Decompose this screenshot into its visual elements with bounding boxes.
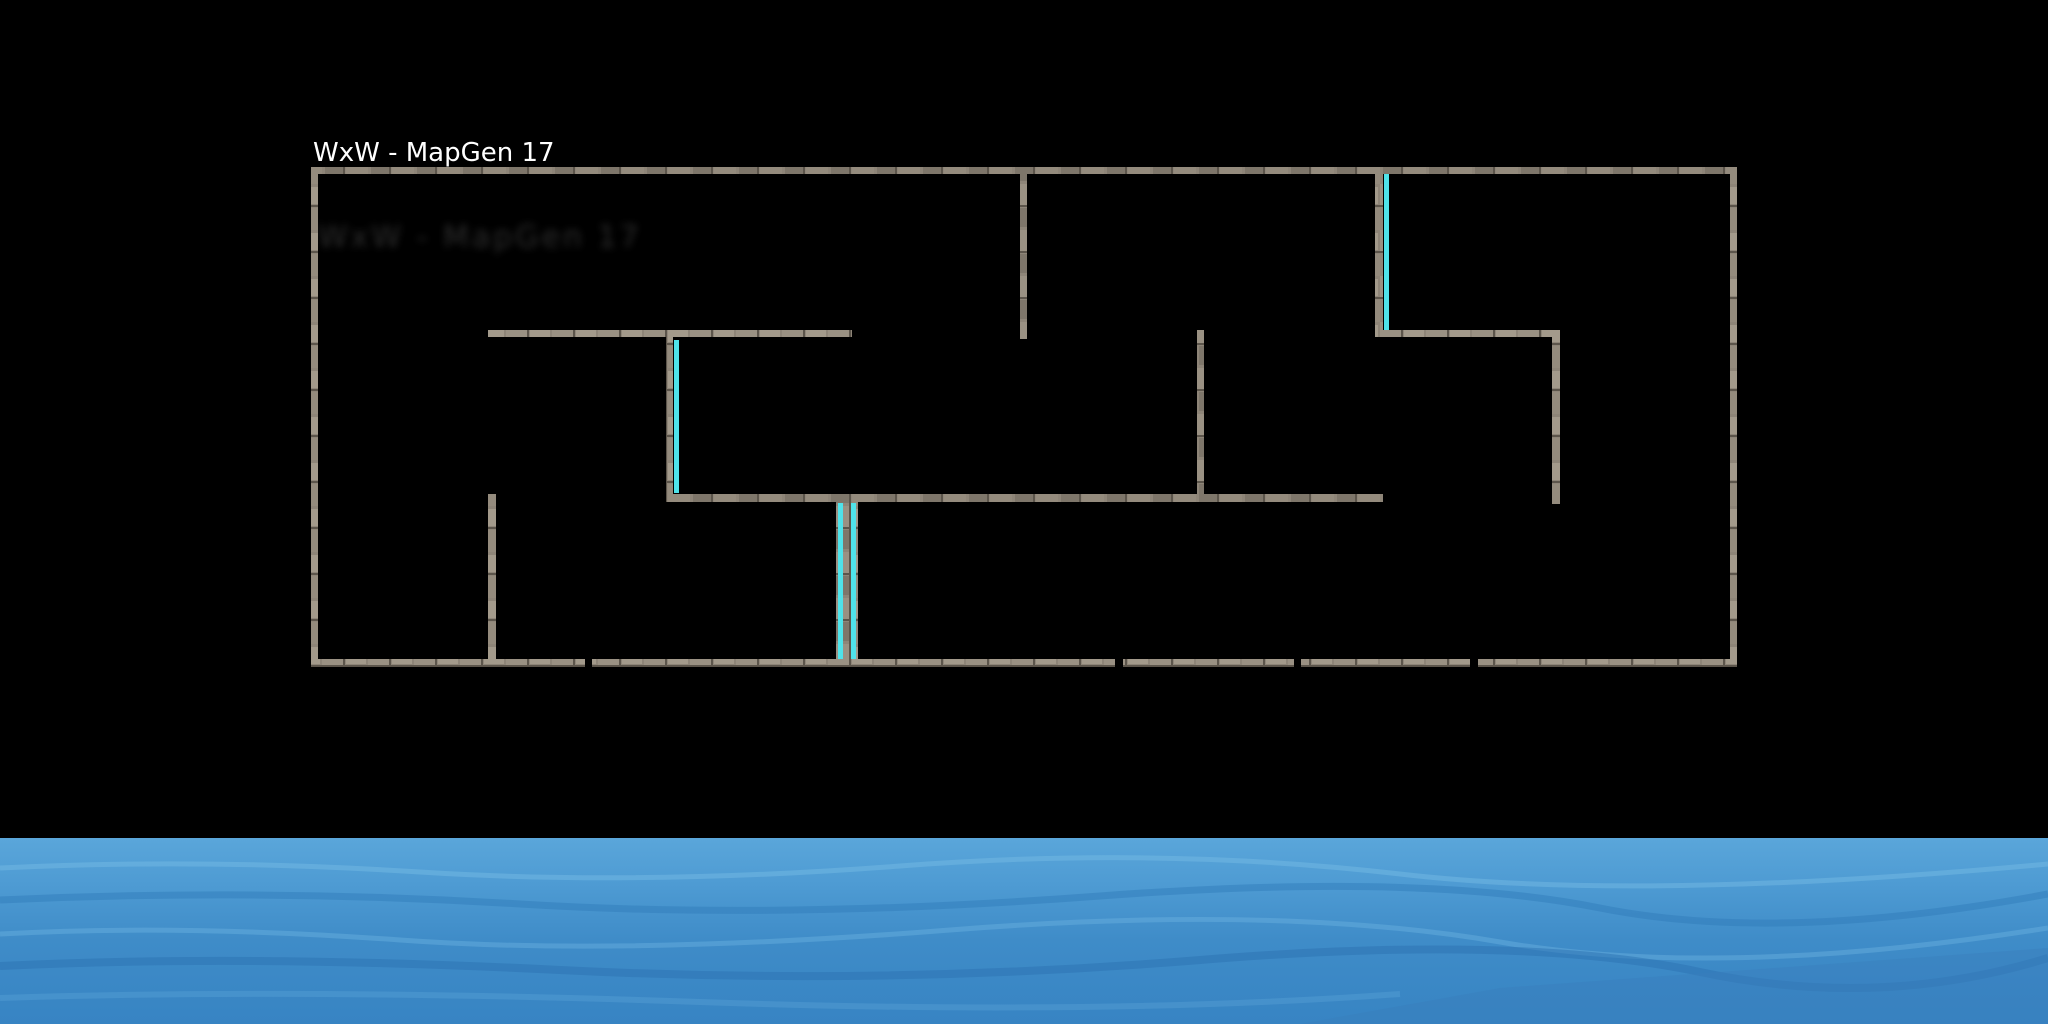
wall-inner-v-6: [488, 494, 496, 661]
wall-inner-h-2: [1375, 330, 1560, 337]
portal-bar-4: [851, 503, 856, 659]
wall-bottom-2: [592, 659, 1115, 667]
portal-bar-1: [674, 340, 679, 493]
wall-bottom-5: [1478, 659, 1737, 667]
map-title-ghost: WxW - MapGen 17: [318, 220, 642, 255]
wall-inner-v-3: [1552, 330, 1560, 504]
wall-bottom-4: [1301, 659, 1470, 667]
wall-inner-h-1: [488, 330, 852, 337]
wall-bottom-1: [311, 659, 585, 667]
portal-bar-3: [838, 503, 843, 659]
inner-walls: [488, 170, 1560, 661]
water-waves: [0, 855, 2048, 1024]
portals: [674, 174, 1389, 659]
wall-left: [311, 167, 318, 667]
wall-inner-v-5: [1197, 330, 1204, 502]
wall-bottom-3: [1123, 659, 1294, 667]
wall-inner-v-4: [666, 334, 673, 501]
portal-bar-2: [1384, 174, 1389, 330]
wall-inner-v-2: [1375, 170, 1383, 337]
map-title: WxW - MapGen 17: [313, 138, 555, 168]
wall-inner-v-1: [1020, 170, 1027, 339]
wall-right: [1730, 167, 1737, 667]
wall-inner-h-3: [666, 494, 1383, 502]
ocean-water: [0, 838, 2048, 1024]
